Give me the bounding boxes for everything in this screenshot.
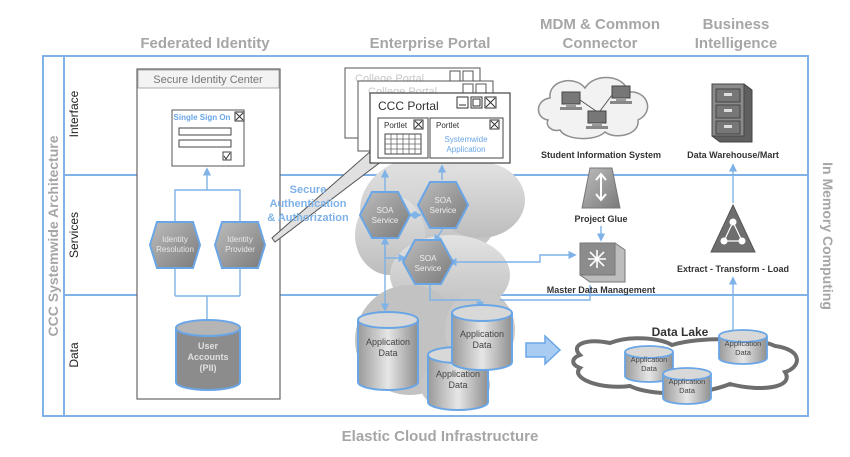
soa-service-3-label-2: Service <box>415 264 442 273</box>
maximize-icon <box>462 70 474 82</box>
secure-identity-center-title: Secure Identity Center <box>153 74 263 86</box>
data-lake-title: Data Lake <box>652 325 709 339</box>
systemwide-application-label-1: Systemwide <box>444 135 488 144</box>
lane-interface: Interface <box>67 90 81 137</box>
sso-password-field[interactable] <box>178 139 232 148</box>
data-lake-outline <box>571 336 799 396</box>
etl-label: Extract - Transform - Load <box>677 264 789 274</box>
user-accounts-label-1: User <box>198 341 219 351</box>
systemwide-application-label-2: Application <box>446 145 485 154</box>
bottom-title: Elastic Cloud Infrastructure <box>342 428 539 445</box>
checkbox-icon[interactable] <box>222 151 232 161</box>
application-data-cylinder-2: Application Data <box>451 304 513 371</box>
sso-username-field[interactable] <box>178 127 232 136</box>
app-data-2-label-2: Data <box>472 340 491 350</box>
lake-data-2-label-2: Data <box>679 386 696 395</box>
lake-application-data-cylinder-3: Application Data <box>718 329 768 365</box>
network-links <box>579 94 613 112</box>
identity-resolution-label-1: Identity <box>162 235 188 244</box>
application-data-cylinder-1: Application Data <box>357 311 419 391</box>
portlet-2-label: Portlet <box>436 121 460 130</box>
identity-resolution-hexagon: Identity Resolution <box>148 221 202 269</box>
right-title: In Memory Computing <box>820 162 836 310</box>
soa-service-1-label-1: SOA <box>377 206 395 215</box>
lane-services: Services <box>67 212 81 258</box>
soa-service-3-label-1: SOA <box>420 254 438 263</box>
connector-data-mdm <box>500 285 591 301</box>
secure-auth-label-1: Secure <box>290 184 327 196</box>
arrow-to-data-lake <box>525 334 562 366</box>
computer-icon <box>560 91 582 110</box>
secure-auth-label-2: Authentication <box>270 198 347 210</box>
user-accounts-label-3: (PII) <box>200 363 217 373</box>
header-bi-line1: Business <box>703 16 770 33</box>
lane-data: Data <box>67 342 81 368</box>
soa-service-hexagon-1: SOA Service <box>358 191 412 239</box>
close-icon <box>234 111 245 122</box>
app-data-1-label-1: Application <box>366 337 410 347</box>
student-info-cloud <box>537 76 649 140</box>
app-data-2-label-1: Application <box>460 329 504 339</box>
master-data-label: Master Data Management <box>547 285 656 295</box>
secure-auth-label-3: & Authorization <box>267 212 349 224</box>
soa-service-2-label-2: Service <box>430 206 457 215</box>
lake-data-1-label-2: Data <box>641 364 658 373</box>
connector-soa3-mdm <box>448 250 577 267</box>
ccc-portal-title: CCC Portal <box>378 99 439 113</box>
header-mdm-line2: Connector <box>563 35 638 52</box>
computer-icon <box>586 110 608 129</box>
lake-data-3-label-2: Data <box>735 348 752 357</box>
minimize-icon <box>449 70 461 82</box>
etl-triangle-icon <box>710 203 756 253</box>
soa-service-1-label-2: Service <box>372 216 399 225</box>
user-accounts-cylinder: User Accounts (PII) <box>175 319 241 391</box>
lake-data-2-label-1: Application <box>669 377 706 386</box>
project-glue-label: Project Glue <box>574 214 627 224</box>
header-bi-line2: Intelligence <box>695 35 778 52</box>
sso-title: Single Sign On <box>174 113 231 122</box>
app-data-1-label-2: Data <box>378 348 397 358</box>
lake-data-1-label-1: Application <box>631 355 668 364</box>
file-cabinet-icon <box>711 83 753 143</box>
student-info-label: Student Information System <box>541 150 661 160</box>
identity-provider-label-1: Identity <box>227 235 253 244</box>
user-accounts-label-2: Accounts <box>187 352 228 362</box>
header-enterprise-portal: Enterprise Portal <box>370 35 491 52</box>
app-data-3-label-1: Application <box>436 369 480 379</box>
close-icon[interactable] <box>484 96 497 109</box>
header-mdm-line1: MDM & Common <box>540 16 660 33</box>
soa-service-hexagon-2: SOA Service <box>416 181 470 229</box>
soa-service-hexagon-3: SOA Service <box>401 239 455 285</box>
left-title: CCC Systemwide Architecture <box>45 135 61 336</box>
calendar-icon <box>384 133 422 155</box>
identity-provider-label-2: Provider <box>225 245 255 254</box>
lane-frame <box>42 55 809 417</box>
maximize-icon[interactable] <box>470 96 483 109</box>
header-federated-identity: Federated Identity <box>140 35 270 52</box>
lake-application-data-cylinder-2: Application Data <box>662 367 712 405</box>
lake-data-3-label-1: Application <box>725 339 762 348</box>
identity-resolution-label-2: Resolution <box>156 245 194 254</box>
data-warehouse-label: Data Warehouse/Mart <box>687 150 779 160</box>
project-glue-icon <box>581 167 621 209</box>
master-data-icon <box>579 242 626 283</box>
connector-soa3-data <box>429 282 485 310</box>
soa-service-2-label-1: SOA <box>435 196 453 205</box>
app-data-3-label-2: Data <box>448 380 467 390</box>
computer-icon <box>610 85 632 104</box>
identity-provider-hexagon: Identity Provider <box>213 221 267 269</box>
ccc-portal-window: CCC Portal Portlet Portlet Systemwide Ap… <box>369 92 511 164</box>
single-sign-on-window: Single Sign On <box>171 109 245 167</box>
portlet-1-label: Portlet <box>384 121 408 130</box>
minimize-icon[interactable] <box>456 96 469 109</box>
